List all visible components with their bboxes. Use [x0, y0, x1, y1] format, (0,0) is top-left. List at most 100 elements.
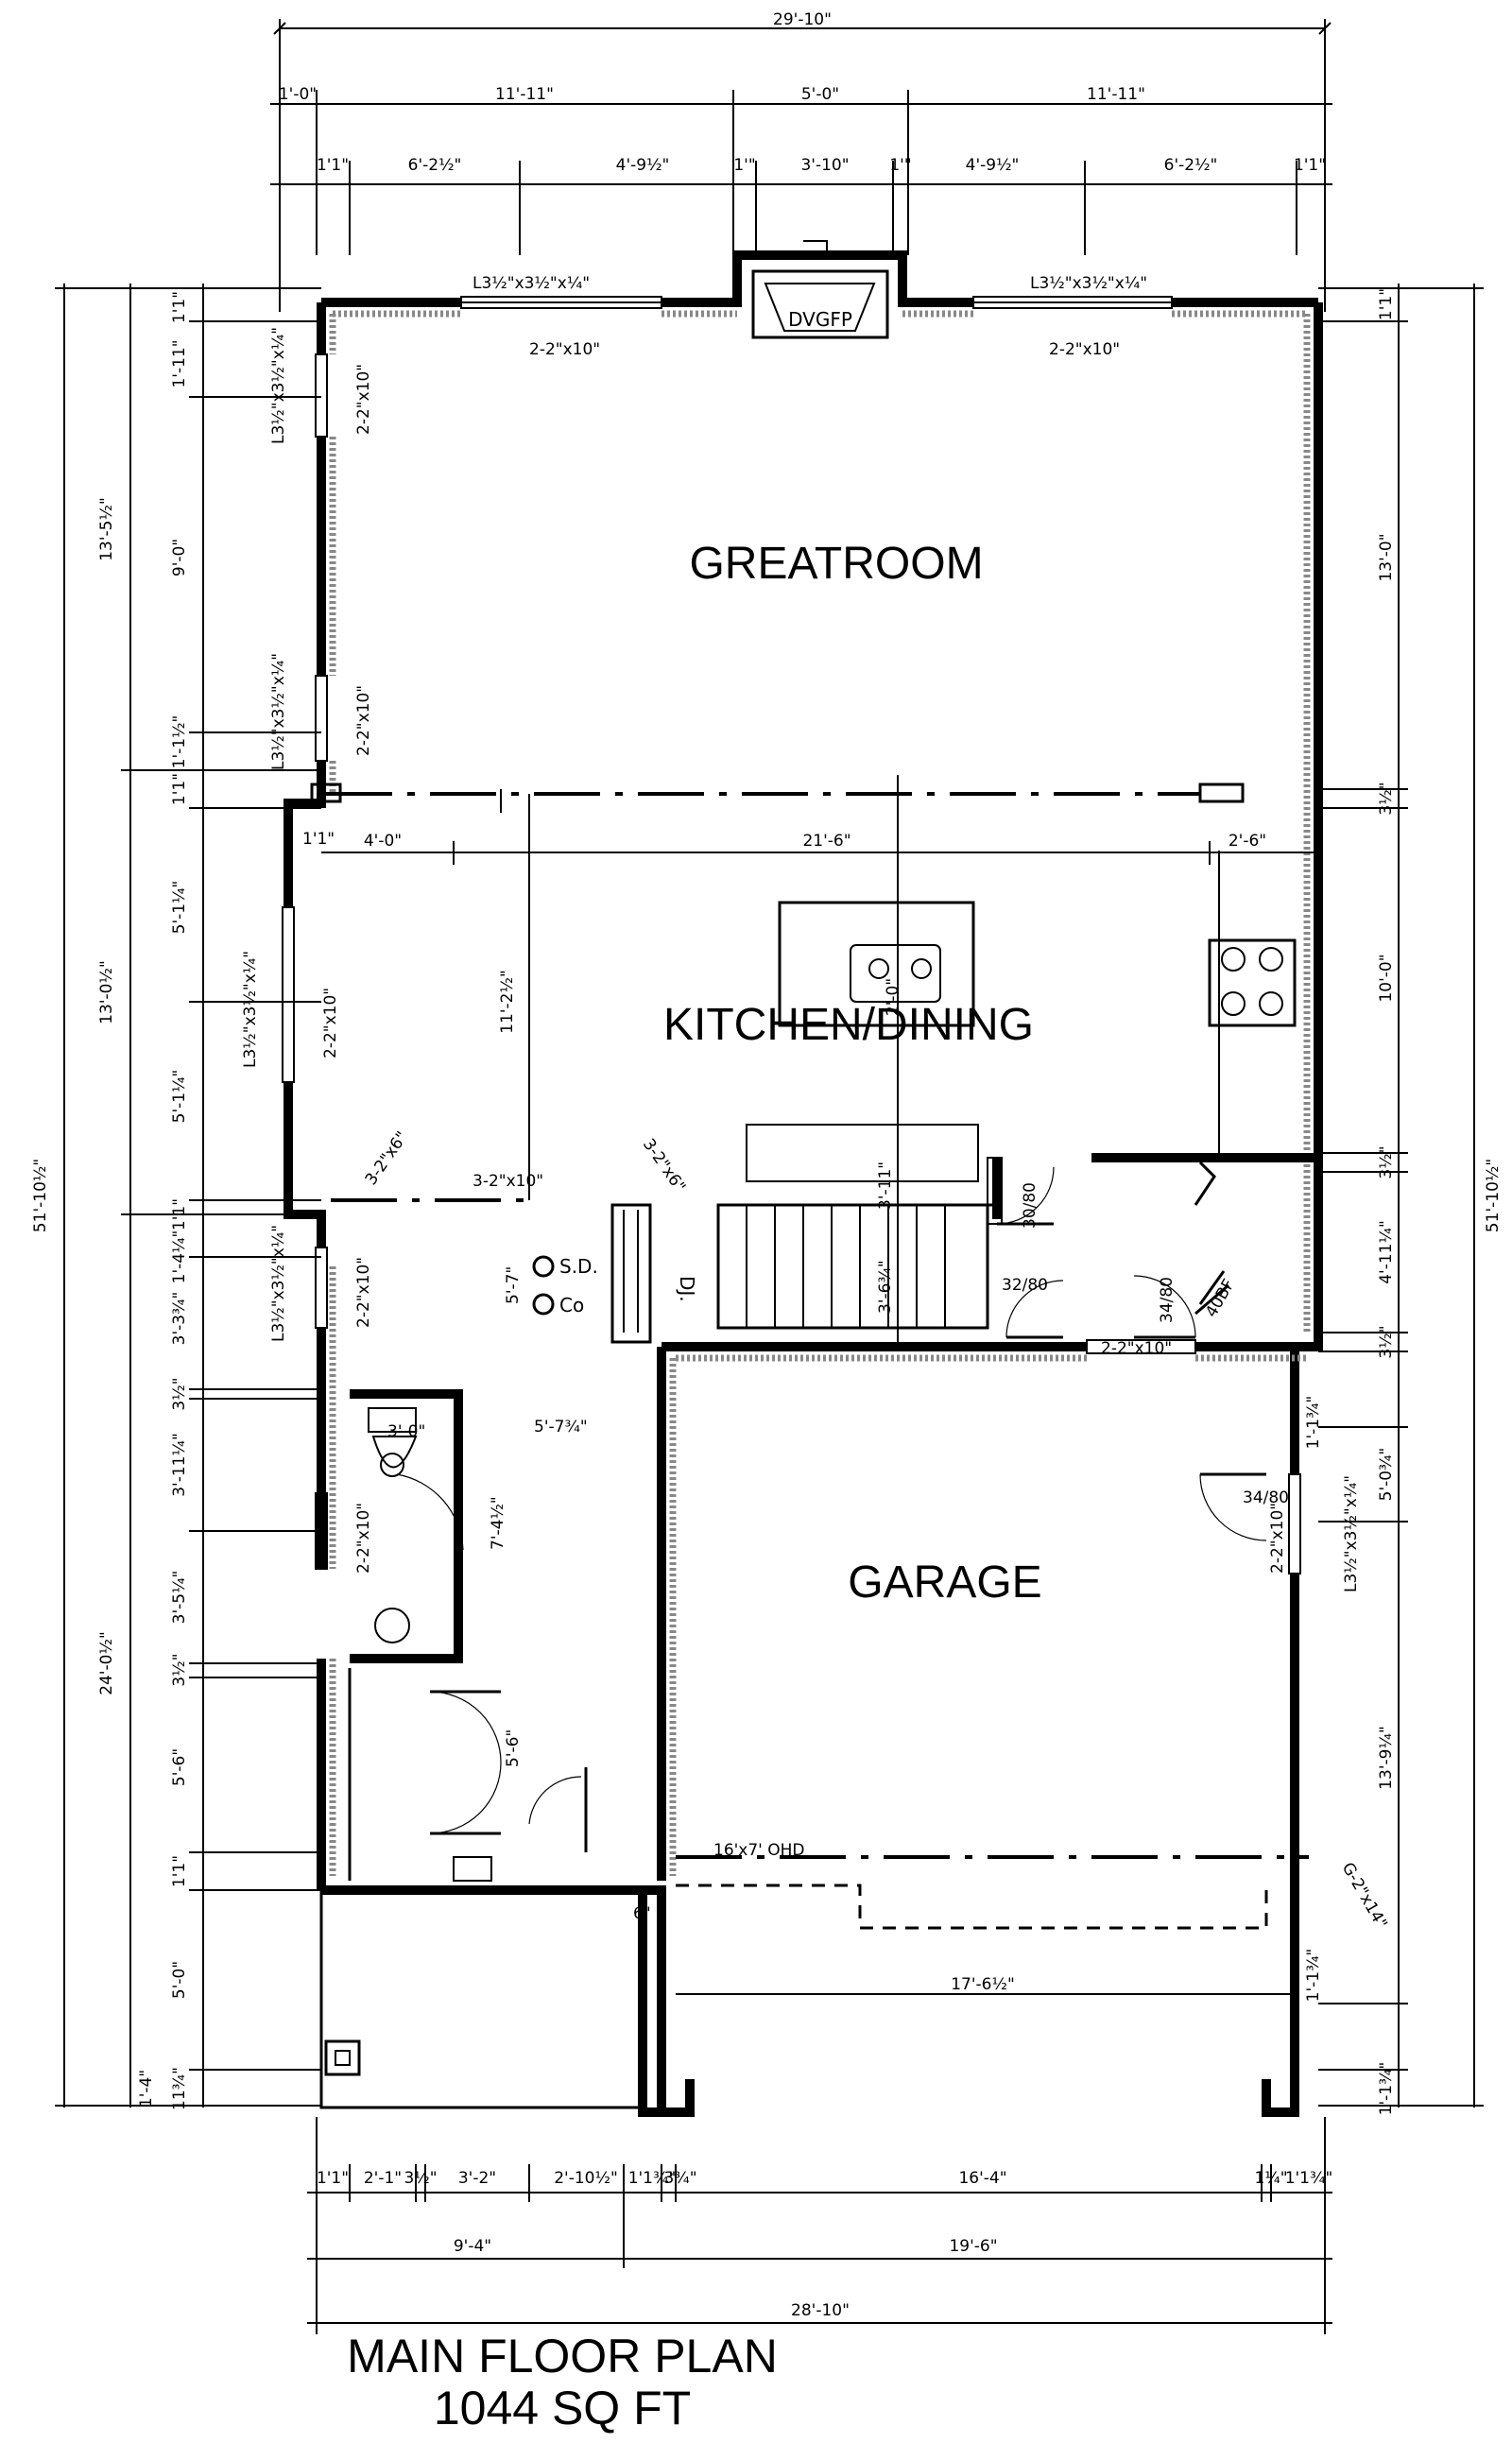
dim-top-r2-3: 4'-9½"	[616, 156, 670, 175]
dim-right-d2: 13'-0"	[1377, 533, 1396, 581]
co-detector-label: Co	[559, 1294, 584, 1316]
dim-left-d1: 1'1"	[170, 291, 189, 323]
dim-bottom-r1-1: 1'1"	[317, 2169, 349, 2188]
lintel-top-left: L3½"x3½"x¼"	[472, 274, 590, 293]
beam-a: 3-2"x6"	[362, 1128, 412, 1189]
beam-c: 3-2"x6"	[639, 1135, 689, 1196]
dim-right-d12: 1'-1¾"	[1377, 2062, 1396, 2116]
dim-right-d9: 5'-0¾"	[1377, 1448, 1396, 1502]
dim-left-d10: 3'-3¾"	[170, 1292, 189, 1346]
dim-bottom-r1-2: 2'-1"	[364, 2169, 402, 2188]
bottom-dimension-lines	[307, 2117, 1332, 2334]
dim-kitchen-1: 1'1"	[302, 830, 335, 849]
toilet-dim: 3'-0"	[387, 1422, 425, 1441]
dim-left-d18: 1'-4"	[137, 2070, 156, 2108]
dim-kitchen-112: 11'-2½"	[498, 970, 517, 1034]
door-3480-b: 34/80	[1243, 1488, 1289, 1507]
beam-posts	[310, 783, 1245, 803]
dim-bottom-r1-5: 2'-10½"	[554, 2169, 618, 2188]
dim-left-d15: 5'-6"	[170, 1748, 189, 1786]
dim-top-r1-1: 1'-0"	[279, 85, 317, 104]
dim-kitchen-25: 2'-6"	[1228, 832, 1266, 851]
wall-insulation	[329, 310, 1311, 1876]
dim-bottom-r1-10: 1'1¾"	[1285, 2169, 1333, 2188]
dim-left-d5: 1'1"	[170, 773, 189, 805]
dim-bottom-r1-7: 3¾"	[663, 2169, 696, 2188]
fireplace	[764, 240, 876, 332]
garage-width: 17'-6½"	[951, 1975, 1015, 1994]
kitchen-dims	[321, 775, 1318, 1347]
dim-right-d3: 3½"	[1377, 782, 1396, 815]
door-3280: 32/80	[1002, 1276, 1048, 1295]
dim-right-d5: 3½"	[1377, 1145, 1396, 1178]
dim-top-r2-9: 1'1"	[1294, 156, 1326, 175]
dim-left-d11: 3½"	[170, 1377, 189, 1410]
dim-57: 5'-7"	[504, 1266, 523, 1304]
side-header-1: 2-2"x10"	[354, 364, 373, 435]
dim-bottom-r1-6: 1'1¾"	[628, 2169, 677, 2188]
dim-left-d19: 11¾"	[170, 2067, 189, 2110]
dim-left-d9: 1'-4¼"	[170, 1230, 189, 1284]
dim-bottom-overall: 28'-10"	[791, 2301, 850, 2320]
stair-dim-a: 3'-6¾"	[876, 1260, 895, 1314]
header-top-left: 2-2"x10"	[529, 340, 600, 359]
stair	[610, 1124, 1003, 1344]
detectors	[532, 1255, 555, 1316]
dj-label: DJ.	[676, 1276, 698, 1302]
dim-kitchen-4: 4'-0"	[364, 832, 402, 851]
smoke-detector-label: S.D.	[559, 1255, 598, 1278]
garage-posts	[638, 1890, 690, 2117]
dim-top-r1-2: 11'-11"	[495, 85, 554, 104]
fireplace-label: DVGFP	[788, 308, 852, 331]
dim-left-group-3: 24'-0½"	[97, 1631, 116, 1695]
dim-right-overall: 51'-10½"	[1484, 1159, 1503, 1232]
side-lintel-1: L3½"x3½"x¼"	[269, 327, 288, 444]
dim-right-d6: 4'-11¼"	[1377, 1220, 1396, 1284]
side-lintel-4: L3½"x3½"x¼"	[269, 1225, 288, 1342]
dim-left-d2: 1'-11"	[170, 339, 189, 387]
dim-left-d3: 9'-0"	[170, 539, 189, 576]
bathroom	[348, 1389, 464, 1881]
range-stove	[1208, 938, 1297, 1027]
dim-74: 7'-4½"	[489, 1496, 507, 1550]
side-header-5: 2-2"x10"	[354, 1503, 373, 1574]
dim-57b: 5'-7¾"	[534, 1418, 588, 1437]
dim-top-r1-3: 5'-0"	[801, 85, 839, 104]
garage-lintel: L3½"x3½"x¼"	[1342, 1475, 1361, 1592]
dim-top-r2-7: 4'-9½"	[966, 156, 1020, 175]
ohd-header: G-2"x14"	[1338, 1860, 1391, 1933]
plan-title: MAIN FLOOR PLAN	[347, 2330, 778, 2383]
door-3080: 30/80	[1021, 1182, 1040, 1229]
dim-top-r2-8: 6'-2½"	[1164, 156, 1218, 175]
entry-doors	[429, 1690, 588, 1882]
dim-left-d6: 5'-1¼"	[170, 881, 189, 935]
dim-top-r2-6: 1'"	[889, 156, 911, 175]
doors	[996, 1166, 1267, 1541]
dim-56: 5'-6"	[504, 1729, 523, 1767]
dim-left-group-1: 13'-5½"	[97, 497, 116, 561]
room-label-greatroom: GREATROOM	[689, 539, 983, 589]
dim-left-d4: 1'-1½"	[170, 715, 189, 769]
dim-right-d10: 13'-9¼"	[1377, 1726, 1396, 1790]
side-lintel-2: L3½"x3½"x¼"	[269, 653, 288, 770]
lintel-top-right: L3½"x3½"x¼"	[1030, 274, 1147, 293]
garage-door-track	[676, 1884, 1268, 1930]
right-dimension-lines	[1318, 284, 1484, 2108]
plan-area: 1044 SQ FT	[434, 2382, 691, 2434]
dim-top-r2-4: 1'"	[733, 156, 755, 175]
kitchen-island	[778, 901, 975, 1027]
garage-door-label: 16'x7' OHD	[713, 1841, 805, 1860]
dim-top-r1-4: 11'-11"	[1087, 85, 1145, 104]
garage-side-header: 2-2"x10"	[1268, 1503, 1287, 1574]
stair-dim-b: 3'-11"	[876, 1161, 895, 1210]
header-top-right: 2-2"x10"	[1049, 340, 1120, 359]
dim-bottom-r1-8: 16'-4"	[958, 2169, 1006, 2188]
exterior-walls	[284, 250, 1323, 2117]
dim-right-d11: 1'-1¾"	[1304, 1949, 1323, 2003]
beam-b: 3-2"x10"	[472, 1172, 543, 1191]
side-header-2: 2-2"x10"	[354, 685, 373, 756]
dim-top-overall: 29'-10"	[773, 10, 832, 29]
dim-right-d8: 1'-1¾"	[1304, 1396, 1323, 1450]
range-hood-label: 40BF	[1202, 1276, 1239, 1320]
dim-bottom-r2-2: 19'-6"	[949, 2237, 997, 2256]
